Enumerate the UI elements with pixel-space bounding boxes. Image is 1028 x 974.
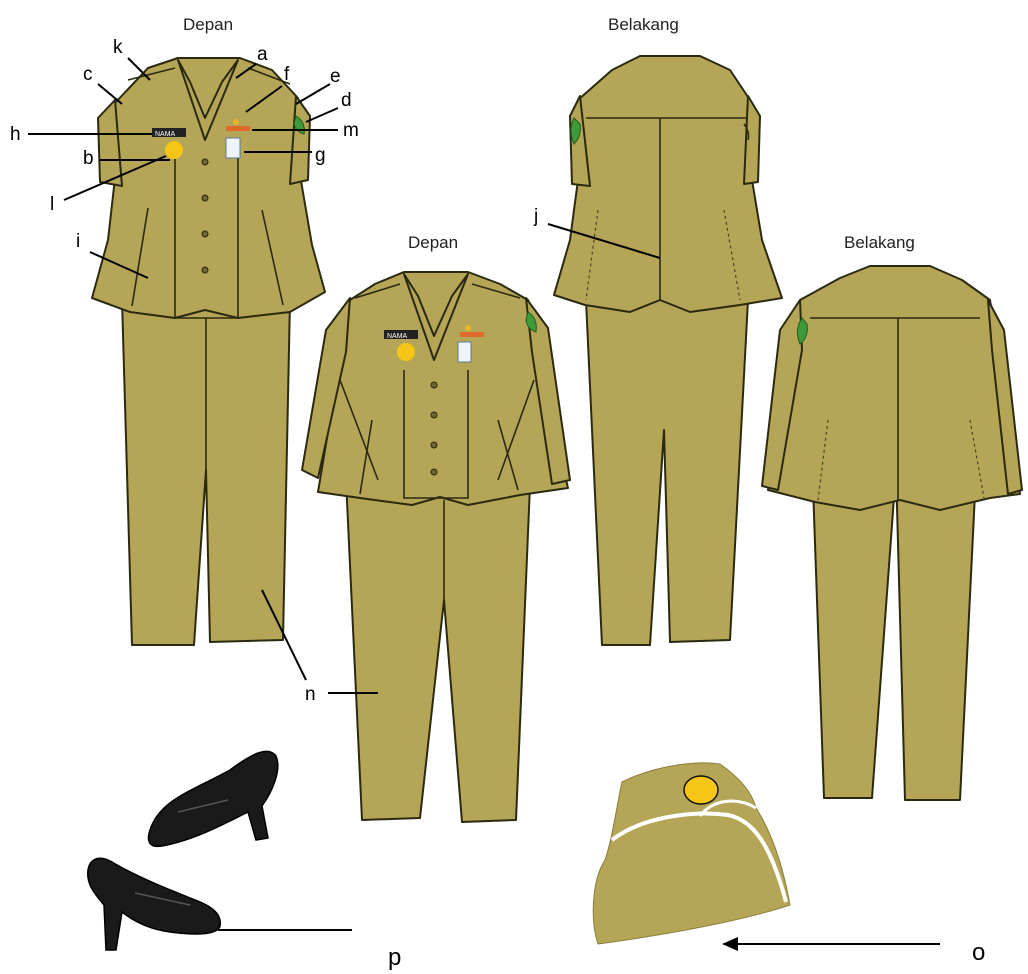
view-title-back-1: Belakang xyxy=(608,15,679,34)
label-e: e xyxy=(330,66,341,87)
shoe-front xyxy=(88,858,221,950)
label-m: m xyxy=(343,120,359,141)
id-card-icon xyxy=(226,138,240,158)
label-c: c xyxy=(83,64,93,85)
button-5 xyxy=(431,382,437,388)
label-a: a xyxy=(257,44,268,65)
button-3 xyxy=(202,231,208,237)
button-1 xyxy=(202,159,208,165)
name-tag-text: NAMA xyxy=(155,131,176,138)
label-b: b xyxy=(83,148,94,169)
badge-icon xyxy=(397,343,415,361)
medal-bar xyxy=(460,332,484,337)
label-g: g xyxy=(315,145,326,166)
trousers-front-2 xyxy=(346,480,530,822)
label-f: f xyxy=(284,64,290,85)
button-7 xyxy=(431,442,437,448)
label-n: n xyxy=(305,684,316,705)
label-k: k xyxy=(113,37,123,58)
name-tag-text: NAMA xyxy=(387,333,408,340)
label-i: i xyxy=(76,231,80,252)
sleeve-right-3 xyxy=(744,96,760,184)
uniform-front-short-sleeve: NAMA xyxy=(92,58,325,645)
label-j: j xyxy=(533,206,538,227)
label-d: d xyxy=(341,90,352,111)
arrow-to-cap xyxy=(722,937,940,951)
button-4 xyxy=(202,267,208,273)
button-2 xyxy=(202,195,208,201)
trousers-back-1 xyxy=(586,300,748,645)
jacket-front-1 xyxy=(92,58,325,318)
label-o: o xyxy=(972,939,985,966)
shoe-back xyxy=(149,751,278,846)
view-title-front-1: Depan xyxy=(183,15,233,34)
cap-badge xyxy=(684,776,718,804)
view-title-back-2: Belakang xyxy=(844,233,915,252)
label-l: l xyxy=(50,194,54,215)
badge-icon xyxy=(165,141,183,159)
uniform-back-short-sleeve xyxy=(554,56,782,645)
uniform-back-long-sleeve xyxy=(762,266,1022,800)
label-h: h xyxy=(10,124,21,145)
jacket-back-2 xyxy=(768,266,1020,510)
uniform-front-long-sleeve: NAMA xyxy=(302,272,570,822)
button-6 xyxy=(431,412,437,418)
view-title-front-2: Depan xyxy=(408,233,458,252)
id-card-icon xyxy=(458,342,471,362)
label-p: p xyxy=(388,944,401,971)
button-8 xyxy=(431,469,437,475)
cap-icon xyxy=(593,763,790,944)
medal-bar xyxy=(226,126,250,131)
shoes-icon xyxy=(88,751,352,950)
